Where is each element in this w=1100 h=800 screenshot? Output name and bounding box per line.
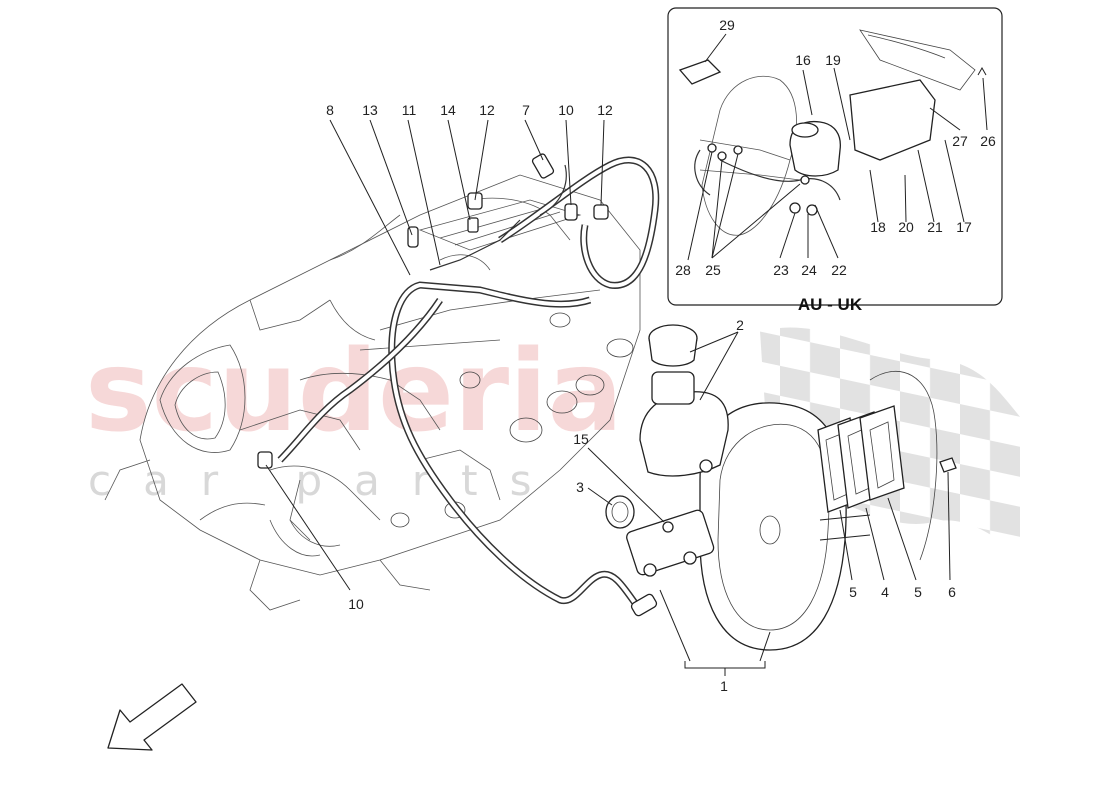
- port-seal-3: [546, 390, 578, 414]
- callout-20: 20: [898, 219, 914, 235]
- callout-1: 1: [720, 678, 728, 694]
- hose-connector-7: [531, 153, 555, 179]
- inset-bracket: [849, 79, 936, 161]
- callout-4: 4: [881, 584, 889, 600]
- callout-13: 13: [362, 102, 378, 118]
- callout-7: 7: [522, 102, 530, 118]
- callout-labels: 1 2 3 4 5 5 6 7 8 10 10 11 12 12 13 14 1…: [326, 17, 996, 694]
- callout-25: 25: [705, 262, 721, 278]
- callout-21: 21: [927, 219, 943, 235]
- reservoir-neck: [651, 371, 695, 405]
- callout-16: 16: [795, 52, 811, 68]
- callout-8: 8: [326, 102, 334, 118]
- leader-lines: [265, 119, 951, 676]
- nut-6: [939, 457, 957, 473]
- inset-title: AU - UK: [798, 295, 863, 314]
- callout-3: 3: [576, 479, 584, 495]
- inset-detail-au-uk: [667, 7, 1003, 306]
- watermark: scuderia car parts: [85, 327, 1020, 557]
- callout-10-top: 10: [558, 102, 574, 118]
- callout-23: 23: [773, 262, 789, 278]
- hose-clamp-12-left: [467, 192, 483, 210]
- hose-clamp-14: [467, 217, 479, 233]
- callout-22: 22: [831, 262, 847, 278]
- callout-2: 2: [736, 317, 744, 333]
- vacuum-hose-assembly: [257, 153, 660, 617]
- callout-10-bottom: 10: [348, 596, 364, 612]
- callout-28: 28: [675, 262, 691, 278]
- callout-27: 27: [952, 133, 968, 149]
- callout-5-left: 5: [849, 584, 857, 600]
- hose-clamp-10: [564, 203, 578, 221]
- port-seal-1: [606, 338, 634, 358]
- callout-18: 18: [870, 219, 886, 235]
- hose-clamp-12-right: [593, 204, 609, 220]
- callout-24: 24: [801, 262, 817, 278]
- callout-11: 11: [402, 102, 417, 118]
- callout-29: 29: [719, 17, 735, 33]
- callout-19: 19: [825, 52, 841, 68]
- callout-12-right: 12: [597, 102, 613, 118]
- booster-vacuum-port: [630, 593, 658, 617]
- watermark-sub-text: car parts: [88, 456, 563, 505]
- brake-booster: [605, 324, 871, 651]
- hose-clamp-10-lower: [257, 451, 273, 469]
- reservoir-seal: [662, 521, 674, 533]
- callout-12-left: 12: [479, 102, 495, 118]
- callout-15: 15: [573, 431, 589, 447]
- check-valve-13: [407, 226, 419, 248]
- callout-14: 14: [440, 102, 456, 118]
- callout-26: 26: [980, 133, 996, 149]
- callout-5-right: 5: [914, 584, 922, 600]
- callout-17: 17: [956, 219, 972, 235]
- port-seal-4: [509, 417, 543, 443]
- port-seal-2: [575, 374, 605, 396]
- fluid-reservoir: [639, 391, 729, 477]
- watermark-main-text: scuderia: [85, 327, 623, 457]
- engine-block: [104, 174, 641, 611]
- callout-6: 6: [948, 584, 956, 600]
- front-direction-arrow-icon: [107, 683, 197, 751]
- clip-3: [605, 495, 635, 529]
- booster-gaskets: [817, 370, 957, 561]
- bracket-29: [678, 59, 722, 85]
